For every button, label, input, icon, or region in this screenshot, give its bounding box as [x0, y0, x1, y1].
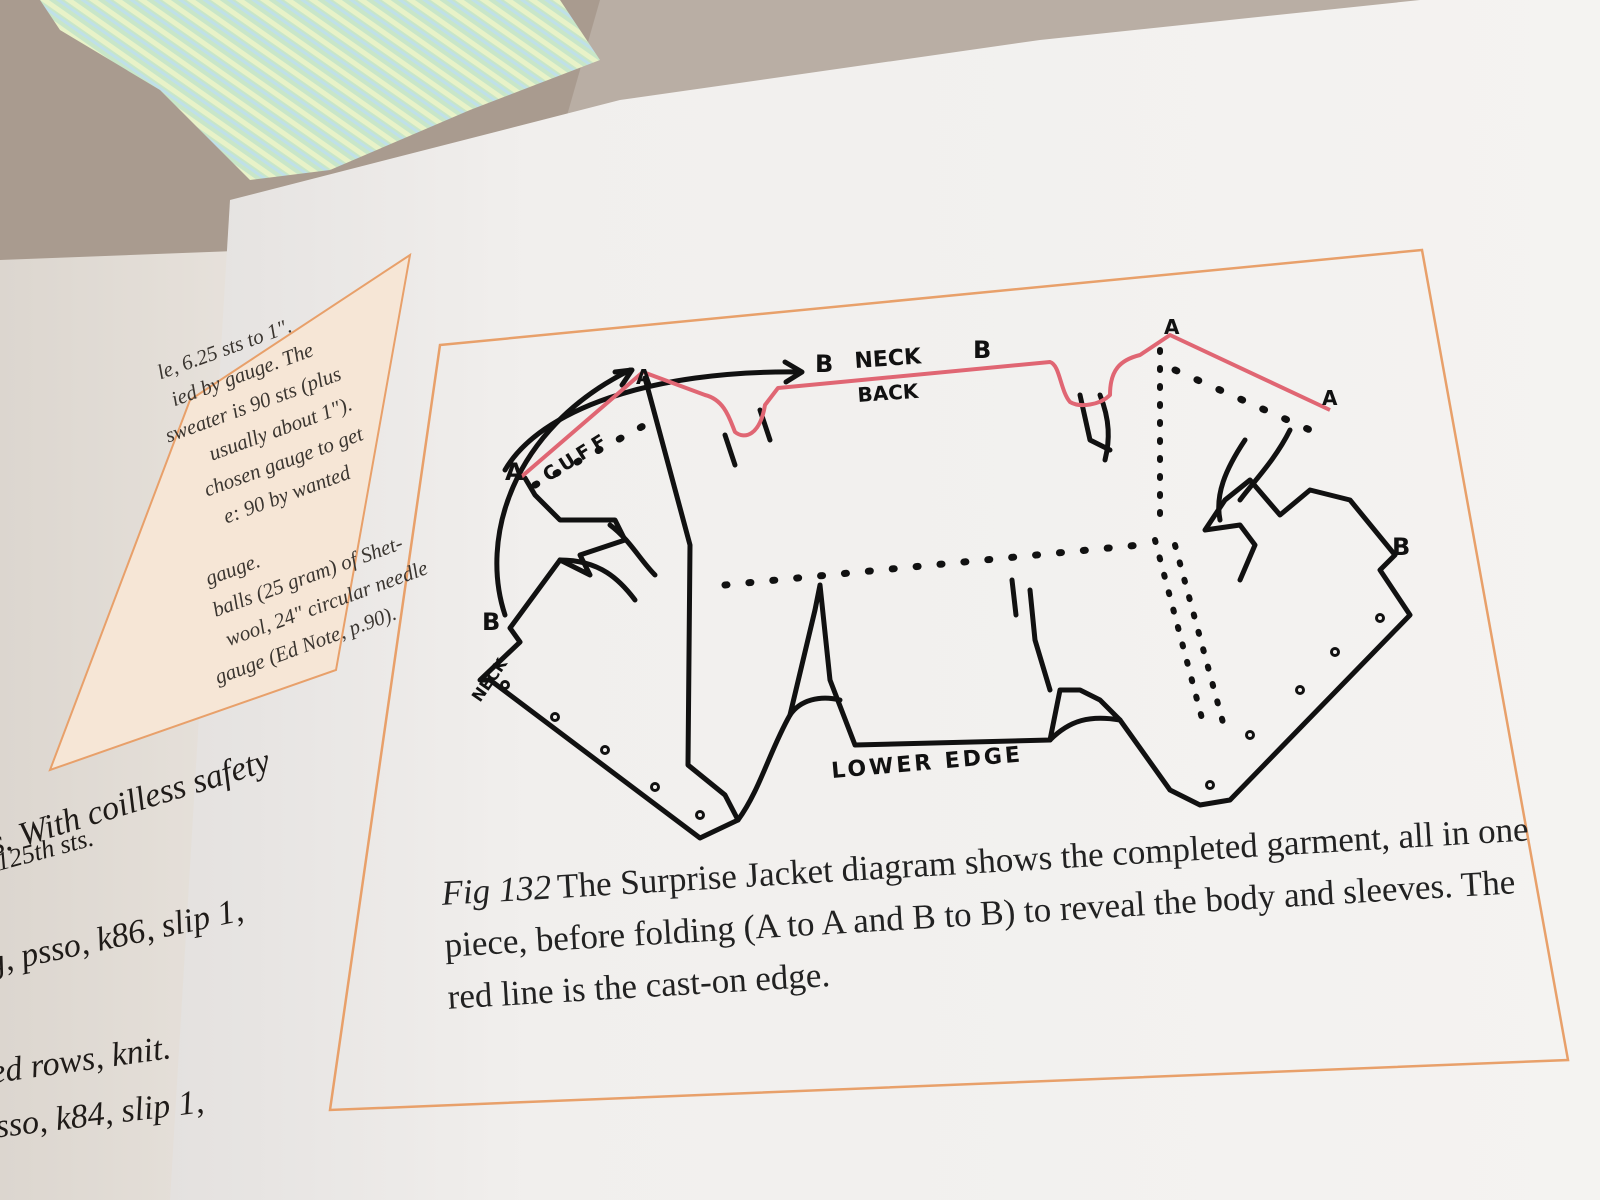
marker-circles — [500, 613, 1385, 820]
label-a-far-right: A — [1322, 386, 1338, 410]
figure-frame — [328, 248, 1570, 1112]
fold-arrow-a — [494, 367, 633, 618]
label-a-top-right: A — [1164, 315, 1180, 339]
label-neck-top: NECK — [854, 344, 923, 374]
label-a-shoulder-left: A — [636, 365, 652, 389]
sidebar-box — [48, 252, 412, 772]
label-a-cuff: A — [505, 458, 524, 486]
label-b-top-right: B — [973, 336, 991, 364]
cast-on-edge — [518, 333, 1331, 480]
label-back: BACK — [857, 379, 921, 407]
lower-body-outline — [735, 582, 1123, 823]
jacket-diagram — [477, 347, 1413, 841]
fold-arrow-b — [502, 369, 803, 473]
label-b-left: B — [482, 608, 500, 636]
left-sleeve-outline — [477, 375, 741, 841]
label-b-top-left: B — [815, 350, 833, 378]
knitted-fabric — [40, 0, 600, 180]
label-b-right: B — [1392, 533, 1410, 561]
main-page — [170, 0, 1600, 1200]
figure-number: Fig 132 — [440, 867, 553, 913]
